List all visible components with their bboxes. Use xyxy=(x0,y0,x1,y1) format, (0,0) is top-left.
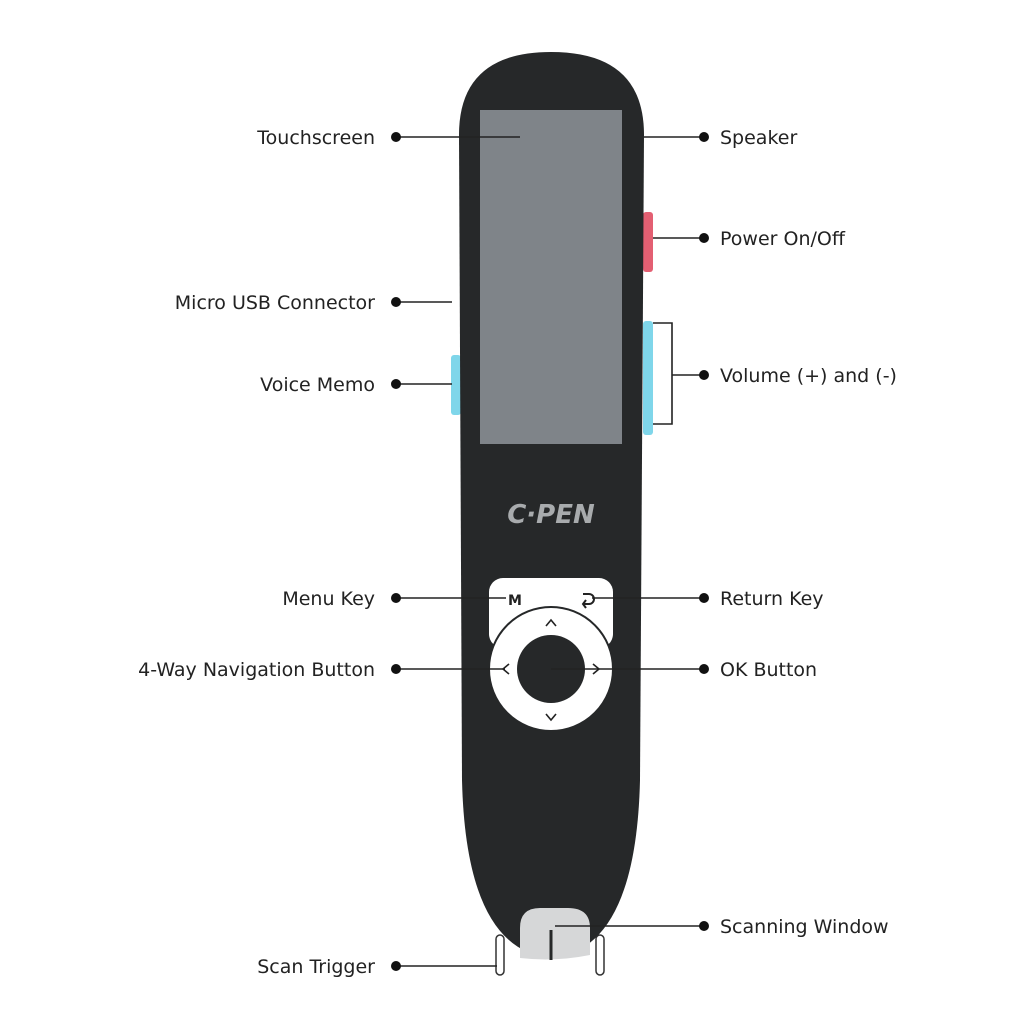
return-icon[interactable] xyxy=(581,593,595,609)
voice-memo-button[interactable] xyxy=(451,355,461,415)
label-power: Power On/Off xyxy=(720,228,846,250)
label-voice-memo: Voice Memo xyxy=(260,374,375,396)
power-button[interactable] xyxy=(643,212,653,272)
label-scan-trigger: Scan Trigger xyxy=(257,956,375,978)
cpen-logo: C·PEN xyxy=(507,500,595,530)
volume-buttons[interactable] xyxy=(643,321,653,435)
touchscreen[interactable] xyxy=(480,110,622,444)
leaders-right xyxy=(551,132,709,931)
label-volume: Volume (+) and (-) xyxy=(720,365,897,387)
right-foot xyxy=(595,934,605,976)
scanning-window xyxy=(520,908,590,960)
left-foot xyxy=(495,934,505,976)
label-nav-button: 4-Way Navigation Button xyxy=(138,659,375,681)
down-arrow-icon[interactable] xyxy=(545,713,557,722)
label-touchscreen: Touchscreen xyxy=(256,127,375,149)
menu-key[interactable]: M xyxy=(508,593,522,609)
label-ok-button: OK Button xyxy=(720,659,817,681)
label-menu-key: Menu Key xyxy=(282,588,375,610)
leaders-left xyxy=(391,132,520,971)
label-speaker: Speaker xyxy=(720,127,797,149)
label-micro-usb: Micro USB Connector xyxy=(175,292,375,314)
up-arrow-icon[interactable] xyxy=(545,618,557,627)
label-scanning-window: Scanning Window xyxy=(720,916,889,938)
label-return-key: Return Key xyxy=(720,588,824,610)
